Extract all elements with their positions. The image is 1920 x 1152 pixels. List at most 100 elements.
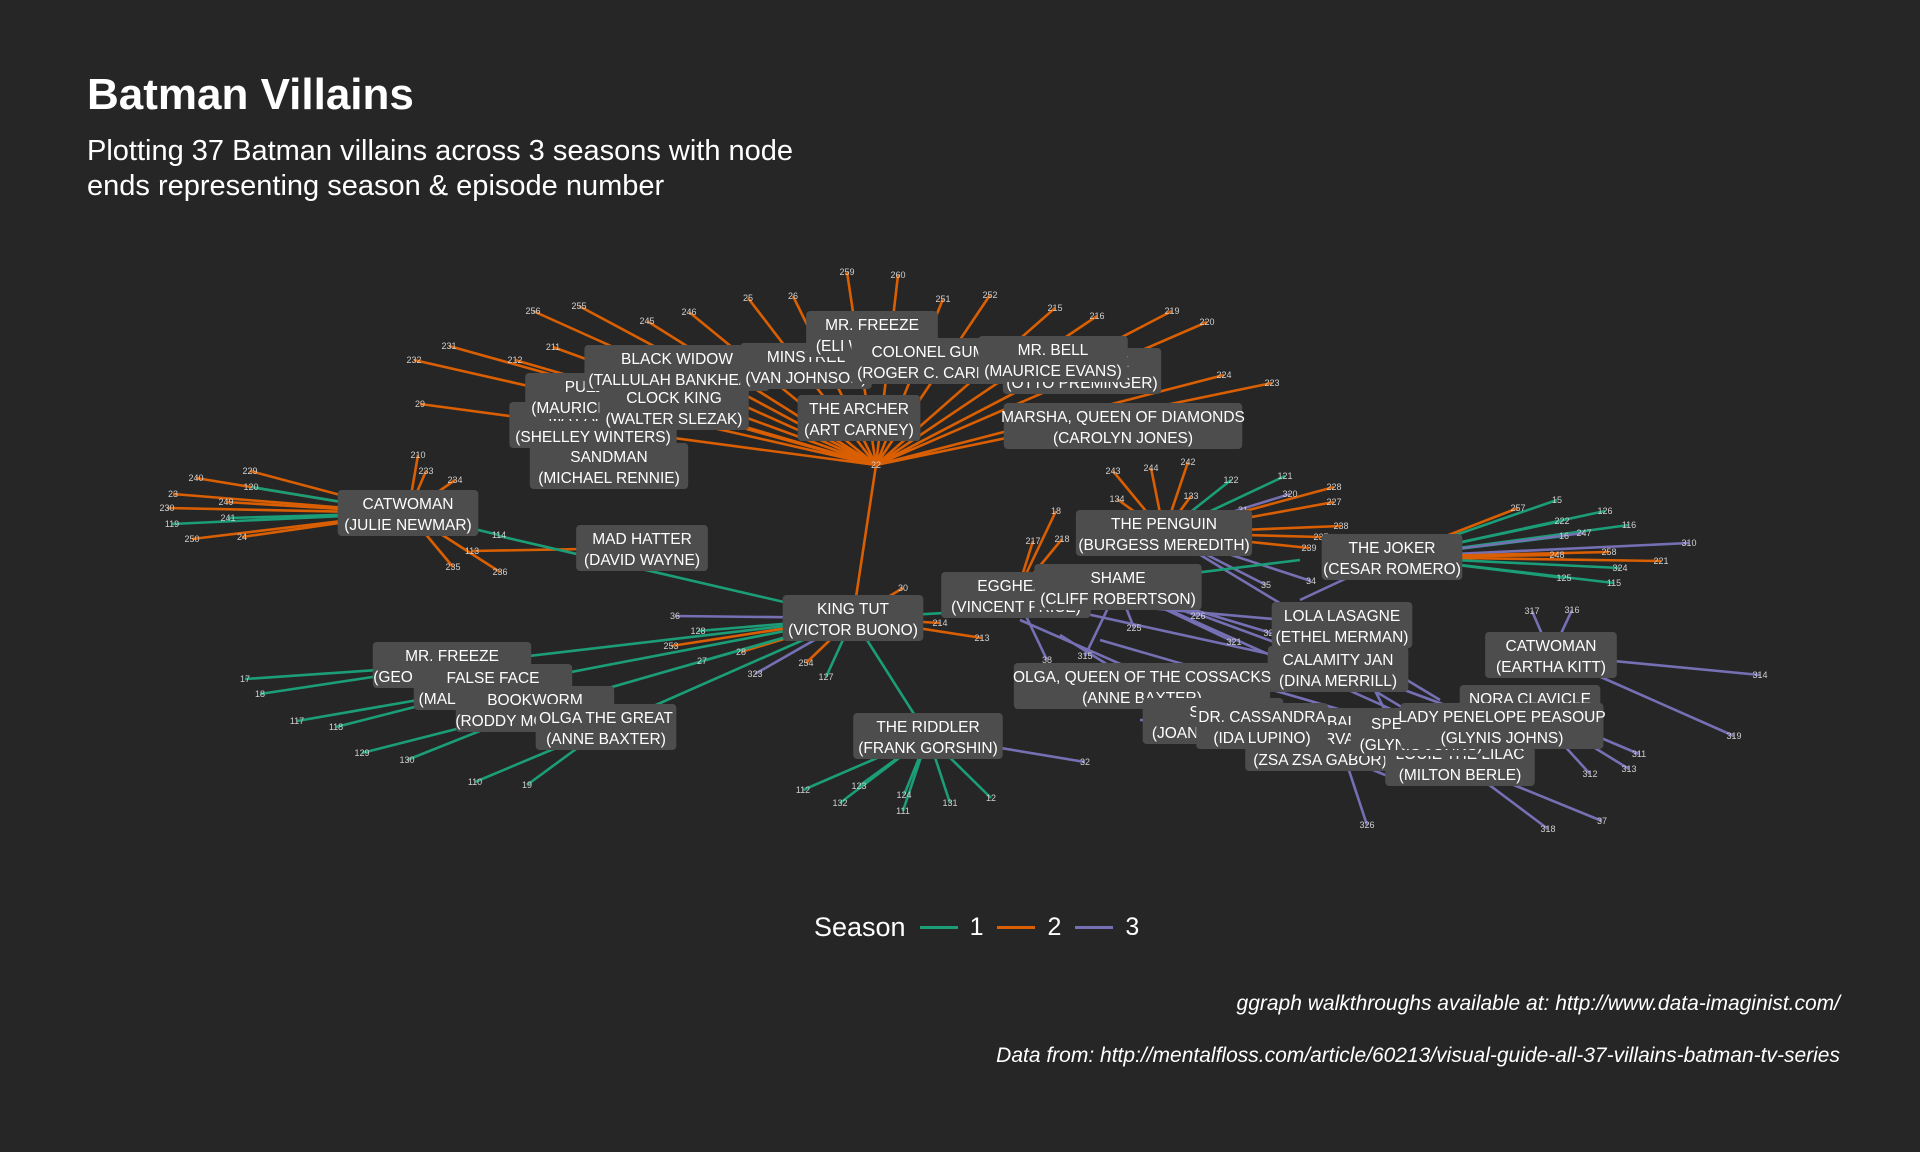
- villain-name: CLOCK KING: [626, 390, 722, 407]
- villain-node-catwoman_ek[interactable]: CATWOMAN(EARTHA KITT): [1485, 632, 1617, 678]
- villain-name: MR. FREEZE: [405, 648, 499, 665]
- episode-label: 125: [1556, 573, 1571, 583]
- episode-label: 244: [1143, 463, 1158, 473]
- villain-name: THE JOKER: [1349, 540, 1436, 557]
- villain-actor: (VAN JOHNSON): [745, 370, 866, 387]
- villain-node-bell[interactable]: MR. BELL(MAURICE EVANS): [978, 336, 1128, 382]
- villain-node-clock_king[interactable]: CLOCK KING(WALTER SLEZAK): [599, 384, 749, 430]
- villain-node-lola[interactable]: LOLA LASAGNE(ETHEL MERMAN): [1271, 602, 1413, 648]
- episode-label: 116: [1622, 520, 1636, 530]
- episode-label: 232: [406, 355, 421, 365]
- villain-actor: (ANNE BAXTER): [546, 731, 666, 748]
- episode-label: 220: [1199, 317, 1214, 327]
- villain-node-shame[interactable]: SHAME(CLIFF ROBERTSON): [1034, 564, 1202, 610]
- episode-label: 27: [697, 656, 707, 666]
- villain-name: OLGA, QUEEN OF THE COSSACKS: [1013, 669, 1271, 686]
- episode-label: 30: [898, 583, 908, 593]
- villain-actor: (CLIFF ROBERTSON): [1040, 591, 1196, 608]
- episode-label: 123: [851, 781, 866, 791]
- villain-node-olga_cossacks[interactable]: OLGA, QUEEN OF THE COSSACKS(ANNE BAXTER): [1013, 663, 1271, 709]
- episode-label: 26: [788, 291, 798, 301]
- episode-label: 254: [798, 658, 813, 668]
- legend-item-season-1: 1: [919, 913, 983, 942]
- villain-name: MARSHA, QUEEN OF DIAMONDS: [1001, 409, 1245, 426]
- villain-actor: (JULIE NEWMAR): [344, 517, 471, 534]
- episode-label: 25: [743, 293, 753, 303]
- episode-label: 236: [492, 567, 507, 577]
- villain-node-dr_cassandra[interactable]: DR. CASSANDRA(IDA LUPINO): [1196, 703, 1328, 749]
- episode-label: 227: [1326, 497, 1341, 507]
- villain-name: MAD HATTER: [592, 531, 692, 548]
- episode-label: 114: [492, 530, 506, 540]
- episode-label: 245: [639, 316, 654, 326]
- villain-node-joker[interactable]: THE JOKER(CESAR ROMERO): [1321, 534, 1463, 580]
- villain-node-bg: [853, 713, 1003, 759]
- villain-actor: (GLYNIS JOHNS): [1441, 730, 1564, 747]
- episode-label: 311: [1632, 749, 1646, 759]
- episode-label: 317: [1524, 606, 1539, 616]
- episode-label: 24: [237, 532, 247, 542]
- villain-node-colonel_gumm[interactable]: COLONEL GUMM(ROGER C. CARMEL): [851, 338, 1019, 384]
- villain-node-mad_hatter[interactable]: MAD HATTER(DAVID WAYNE): [576, 525, 708, 571]
- episode-label: 259: [839, 267, 854, 277]
- episode-label: 320: [1282, 489, 1297, 499]
- episode-label: 314: [1752, 670, 1767, 680]
- villain-actor: (ETHEL MERMAN): [1276, 629, 1409, 646]
- villain-node-archer[interactable]: THE ARCHER(ART CARNEY): [797, 395, 921, 441]
- episode-label: 318: [1540, 824, 1555, 834]
- episode-label: 127: [818, 672, 833, 682]
- episode-label: 113: [465, 546, 479, 556]
- episode-label: 214: [932, 618, 947, 628]
- villain-node-bg: [529, 443, 689, 489]
- villain-node-bg: [1271, 602, 1413, 648]
- villain-node-olga_great[interactable]: OLGA THE GREAT (ANNE BAXTER): [535, 704, 677, 750]
- episode-label: 246: [681, 307, 696, 317]
- legend-item-season-3: 3: [1075, 913, 1139, 942]
- episode-label: 216: [1089, 311, 1104, 321]
- villain-name: OLGA THE GREAT: [539, 710, 673, 727]
- villain-node-penguin[interactable]: THE PENGUIN(BURGESS MEREDITH): [1075, 510, 1253, 556]
- villain-node-lady_peasoup[interactable]: LADY PENELOPE PEASOUP(GLYNIS JOHNS): [1398, 703, 1606, 749]
- episode-label: 215: [1047, 303, 1062, 313]
- villain-actor: (FRANK GORSHIN): [858, 740, 998, 757]
- episode-label: 122: [1223, 475, 1238, 485]
- villain-node-marsha[interactable]: MARSHA, QUEEN OF DIAMONDS(CAROLYN JONES): [1001, 403, 1245, 449]
- episode-label: 252: [982, 290, 997, 300]
- episode-label: 247: [1576, 528, 1591, 538]
- episode-label: 117: [290, 716, 304, 726]
- episode-label: 223: [1264, 378, 1279, 388]
- villain-name: MR. FREEZE: [825, 317, 919, 334]
- episode-label: 129: [354, 748, 369, 758]
- episode-label: 23: [168, 489, 178, 499]
- episode-label: 251: [935, 294, 950, 304]
- villain-node-bg: [599, 384, 749, 430]
- episode-label: 17: [240, 674, 250, 684]
- villain-node-bg: [1267, 646, 1409, 692]
- episode-label: 218: [1054, 534, 1069, 544]
- villain-node-king_tut[interactable]: KING TUT(VICTOR BUONO): [782, 595, 924, 641]
- villain-node-black_widow[interactable]: BLACK WIDOW(TALLULAH BANKHEAD): [584, 345, 770, 391]
- villain-actor: (MAURICE EVANS): [984, 363, 1122, 380]
- villain-node-bg: [1321, 534, 1463, 580]
- episode-label: 110: [468, 777, 482, 787]
- villain-node-bg: [851, 338, 1019, 384]
- episode-label: 38: [1042, 655, 1052, 665]
- episode-label: 212: [507, 355, 522, 365]
- episode-label: 253: [663, 641, 678, 651]
- villain-node-calamity[interactable]: CALAMITY JAN(DINA MERRILL): [1267, 646, 1409, 692]
- villain-actor: (DINA MERRILL): [1279, 673, 1397, 690]
- legend-item-season-2: 2: [997, 913, 1061, 942]
- villain-node-catwoman_jn[interactable]: CATWOMAN(JULIE NEWMAR): [337, 490, 479, 536]
- episode-label: 128: [690, 626, 705, 636]
- villain-node-riddler[interactable]: THE RIDDLER(FRANK GORSHIN): [853, 713, 1003, 759]
- episode-label: 219: [1164, 306, 1179, 316]
- caption-walkthroughs: ggraph walkthroughs available at: http:/…: [1236, 992, 1840, 1015]
- villain-node-bg: [337, 490, 479, 536]
- episode-label: 130: [399, 755, 414, 765]
- episode-label: 221: [1653, 556, 1668, 566]
- villain-node-sandman[interactable]: SANDMAN(MICHAEL RENNIE): [529, 443, 689, 489]
- villain-actor: (MILTON BERLE): [1399, 767, 1522, 784]
- villain-name: DR. CASSANDRA: [1198, 709, 1326, 726]
- episode-label: 37: [1597, 816, 1607, 826]
